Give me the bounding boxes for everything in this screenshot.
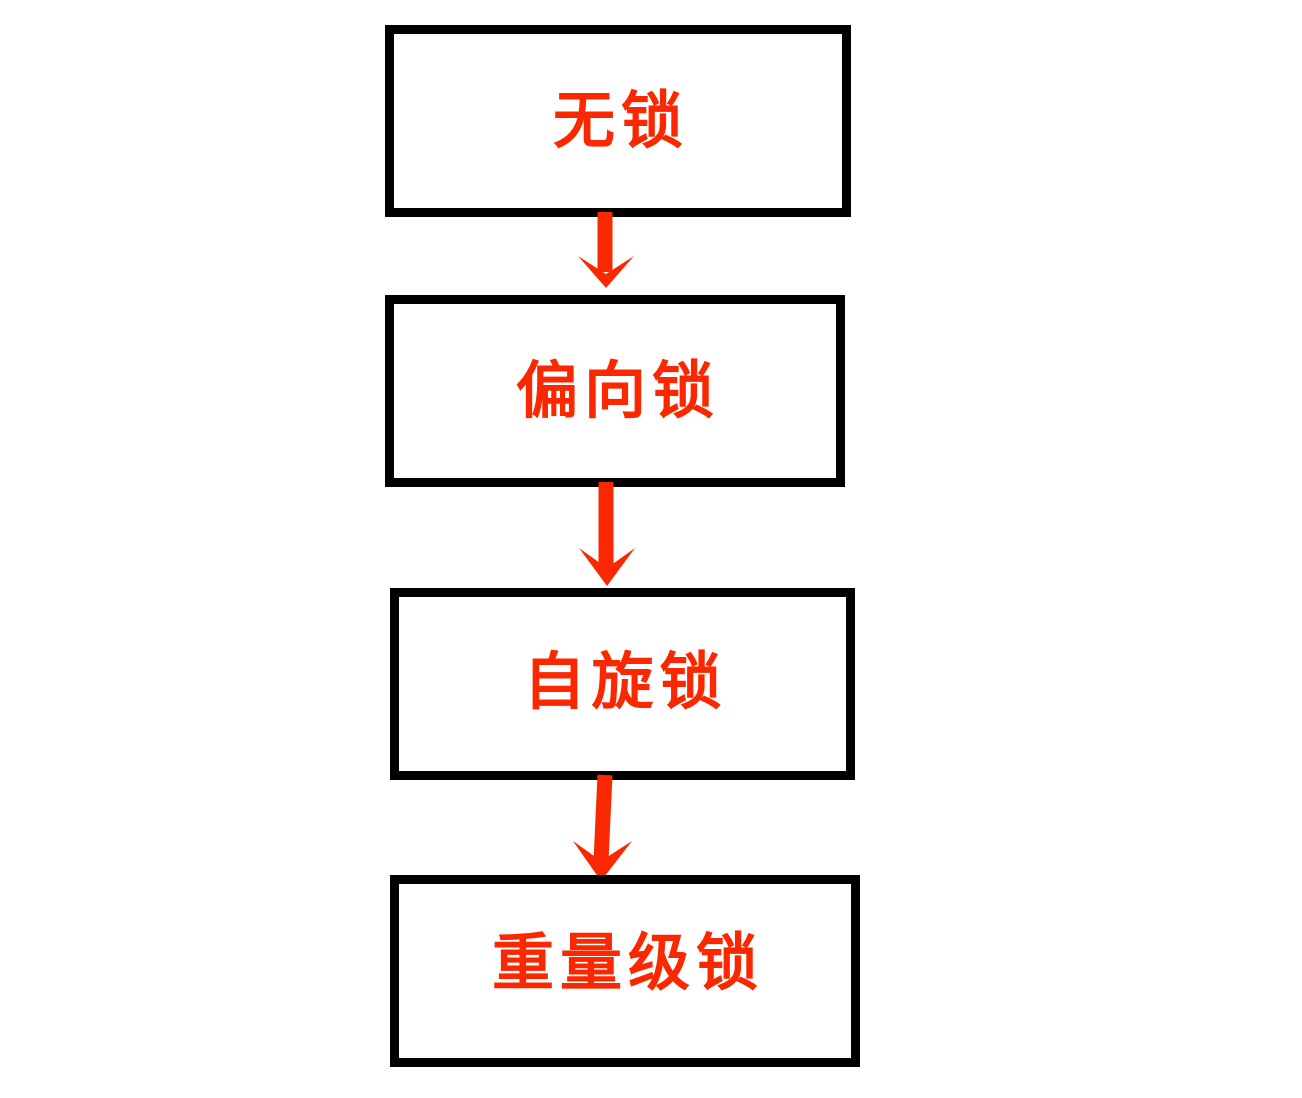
flowchart-node-biased-lock[interactable]: 偏向锁 [385,295,845,487]
flowchart-node-label: 自旋锁 [523,645,728,718]
flowchart-node-label: 无锁 [552,84,689,157]
flowchart-arrow-no-lock-to-biased-lock [578,212,634,288]
flowchart-node-no-lock[interactable]: 无锁 [385,25,851,217]
flowchart-node-spin-lock[interactable]: 自旋锁 [390,588,855,780]
flowchart-arrow-biased-lock-to-spin-lock [579,482,635,586]
flowchart-node-label: 偏向锁 [515,354,720,427]
flowchart-arrow-spin-lock-to-heavyweight-lock [573,774,632,881]
flowchart-node-heavyweight-lock[interactable]: 重量级锁 [390,875,860,1067]
flowchart-node-label: 重量级锁 [491,926,764,999]
